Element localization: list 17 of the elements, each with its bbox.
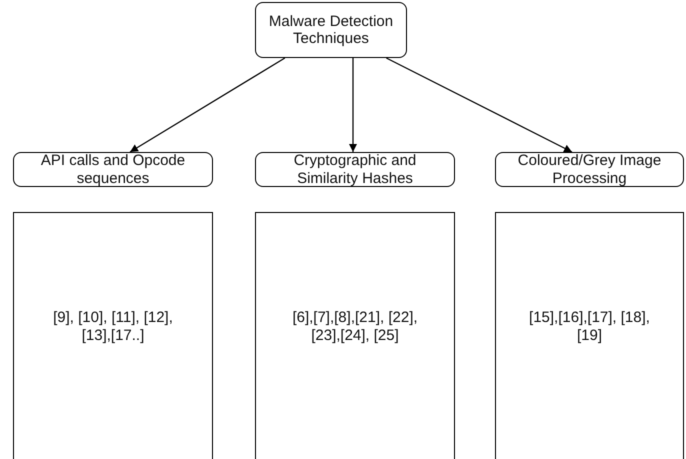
arrow [349,58,357,152]
arrow [386,57,572,153]
category-box [13,152,213,187]
reference-box [13,212,213,459]
arrow [130,57,286,153]
category-label: API calls and Opcode sequences [40,152,186,187]
category-box [255,152,455,187]
category-label: Cryptographic and Similarity Hashes [292,152,418,187]
reference-box [255,212,455,459]
reference-list: [9], [10], [11], [12],[13],[17..] [48,309,178,344]
reference-box [495,212,684,459]
reference-list: [15],[16],[17], [18],[19] [524,309,654,344]
category-label: Coloured/Grey Image Processing [516,152,662,187]
category-box [495,152,684,187]
reference-list: [6],[7],[8],[21], [22],[23],[24], [25] [290,309,420,344]
category-label: Malware Detection Techniques [268,12,394,48]
root-box [255,2,407,58]
